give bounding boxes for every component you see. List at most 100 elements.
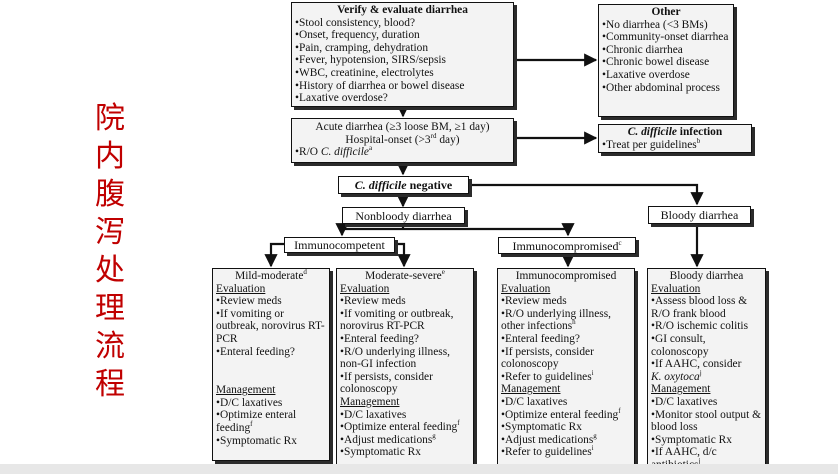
list-item: Pain, cramping, dehydration: [295, 42, 510, 55]
mild-moderate-box: Mild-moderated Evaluation Review meds If…: [212, 268, 330, 461]
list-item: Laxative overdose?: [295, 92, 510, 105]
list-item: D/C laxatives: [340, 409, 470, 422]
list-item: R/O underlying illness, non-GI infection: [340, 346, 470, 371]
list-item: Fever, hypotension, SIRS/sepsis: [295, 54, 510, 67]
list-item: Symptomatic Rx: [651, 434, 762, 447]
side-title-char: 流: [95, 329, 125, 364]
list-item: D/C laxatives: [651, 396, 762, 409]
list-item: R/O underlying illness, other infections…: [501, 308, 631, 333]
list-item: Monitor stool output & blood loss: [651, 409, 762, 434]
list-item: Enteral feeding?: [501, 333, 631, 346]
moderate-severe-box: Moderate-severee Evaluation Review meds …: [336, 268, 474, 469]
nonbloody-node: Nonbloody diarrhea: [342, 207, 465, 224]
immunocompetent-node: Immunocompetent: [284, 237, 395, 253]
immuno-title: Immunocompromised: [515, 270, 617, 282]
mild-title: Mild-moderated: [235, 268, 307, 282]
list-item: If persists, consider colonoscopy: [501, 346, 631, 371]
mild-eval-list: Review meds If vomiting or outbreak, nor…: [216, 295, 326, 358]
verify-list: Stool consistency, blood? Onset, frequen…: [295, 17, 510, 105]
side-title-char: 腹: [95, 177, 125, 212]
list-item: Assess blood loss & R/O frank blood: [651, 295, 762, 320]
list-item: R/O ischemic colitis: [651, 320, 762, 333]
list-item: Enteral feeding?: [340, 333, 470, 346]
list-item: Symptomatic Rx: [216, 435, 326, 448]
side-title-char: 处: [95, 253, 125, 288]
immuno-eval-label: Evaluation: [501, 282, 551, 295]
list-item: Other abdominal process: [602, 82, 730, 95]
mild-mgmt-label: Management: [216, 384, 276, 397]
side-title-char: 理: [95, 291, 125, 326]
side-title-char: 院: [95, 101, 125, 136]
list-item: Optimize enteral feedingf: [501, 407, 631, 422]
mild-mgmt-list: D/C laxatives Optimize enteral feedingf …: [216, 397, 326, 447]
list-item: Optimize enteral feedingf: [340, 420, 470, 434]
list-item: Symptomatic Rx: [340, 446, 470, 459]
immuno-mgmt-list: D/C laxatives Optimize enteral feedingf …: [501, 396, 631, 459]
list-item: Stool consistency, blood?: [295, 17, 510, 30]
list-item: Adjust medicationsg: [340, 432, 470, 447]
other-title: Other: [651, 6, 681, 18]
acute-line-3: •R/O C. difficilea: [295, 144, 373, 159]
cdiff-infection-title: C. difficile infection: [627, 126, 723, 138]
list-item: Refer to guidelinesi: [501, 369, 631, 384]
list-item: Symptomatic Rx: [501, 421, 631, 434]
side-title-char: 内: [95, 139, 125, 174]
list-item: If vomiting or outbreak, norovirus RT-PC…: [216, 308, 326, 346]
list-item: Chronic diarrhea: [602, 44, 730, 57]
bloody-title: Bloody diarrhea: [669, 270, 744, 282]
list-item: Review meds: [501, 295, 631, 308]
list-item: Community-onset diarrhea: [602, 31, 730, 44]
bloody-eval-tail: K. oxytocaj: [651, 368, 702, 383]
list-item: If AAHC, consider: [651, 358, 762, 371]
list-item: GI consult, colonoscopy: [651, 333, 762, 358]
immunocompromised-node: Immunocompromisedc: [498, 237, 636, 254]
severe-eval-label: Evaluation: [340, 282, 390, 295]
severe-title: Moderate-severee: [365, 268, 445, 282]
footer-band: [0, 464, 838, 474]
list-item: Adjust medicationsg: [501, 432, 631, 447]
severe-eval-list: Review meds If vomiting or outbreak, nor…: [340, 295, 470, 396]
list-item: Onset, frequency, duration: [295, 29, 510, 42]
arrow-to-bloody: [470, 183, 704, 206]
severe-mgmt-list: D/C laxatives Optimize enteral feedingf …: [340, 409, 470, 459]
immuno-eval-list: Review meds R/O underlying illness, othe…: [501, 295, 631, 383]
list-item: Chronic bowel disease: [602, 56, 730, 69]
cdiff-infection-box: C. difficile infection •Treat per guidel…: [598, 124, 752, 153]
list-item: If persists, consider colonoscopy: [340, 371, 470, 396]
list-item: No diarrhea (<3 BMs): [602, 19, 730, 32]
cdiff-negative-node: C. difficile negative: [338, 176, 469, 194]
list-item: D/C laxatives: [501, 396, 631, 409]
bloody-node: Bloody diarrhea: [648, 206, 751, 224]
list-item: Review meds: [216, 295, 326, 308]
list-item: History of diarrhea or bowel disease: [295, 80, 510, 93]
list-item: WBC, creatinine, electrolytes: [295, 67, 510, 80]
list-item: If vomiting or outbreak, norovirus RT-PC…: [340, 308, 470, 333]
side-title-char: 泻: [95, 215, 125, 250]
immuno-mgmt-label: Management: [501, 383, 561, 396]
list-item: D/C laxatives: [216, 397, 326, 410]
bloody-eval-label: Evaluation: [651, 282, 701, 295]
bloody-box: Bloody diarrhea Evaluation Assess blood …: [647, 268, 766, 471]
arrow-to-severe: [395, 242, 411, 268]
mild-eval-label: Evaluation: [216, 282, 266, 295]
list-item: Review meds: [340, 295, 470, 308]
bloody-eval-list: Assess blood loss & R/O frank blood R/O …: [651, 295, 762, 371]
acute-line-1: Acute diarrhea (≥3 loose BM, ≥1 day): [315, 121, 490, 133]
cdiff-infection-item: •Treat per guidelinesb: [602, 136, 701, 151]
other-list: No diarrhea (<3 BMs) Community-onset dia…: [602, 19, 730, 95]
acute-box: Acute diarrhea (≥3 loose BM, ≥1 day) Hos…: [291, 118, 514, 163]
arrow-to-mild: [264, 242, 284, 268]
list-item: Laxative overdose: [602, 69, 730, 82]
verify-title: Verify & evaluate diarrhea: [337, 4, 468, 16]
bloody-mgmt-list: D/C laxatives Monitor stool output & blo…: [651, 396, 762, 472]
immunocompromised-box: Immunocompromised Evaluation Review meds…: [497, 268, 635, 469]
severe-mgmt-label: Management: [340, 395, 400, 408]
other-box: Other No diarrhea (<3 BMs) Community-ons…: [598, 4, 734, 117]
verify-box: Verify & evaluate diarrhea Stool consist…: [291, 2, 514, 107]
list-item: Refer to guidelinesi: [501, 445, 631, 459]
list-item: Optimize enteral feedingf: [216, 409, 326, 434]
acute-line-2: Hospital-onset (>3rd day): [345, 131, 460, 146]
bloody-mgmt-label: Management: [651, 383, 711, 396]
list-item: Enteral feeding?: [216, 346, 326, 359]
